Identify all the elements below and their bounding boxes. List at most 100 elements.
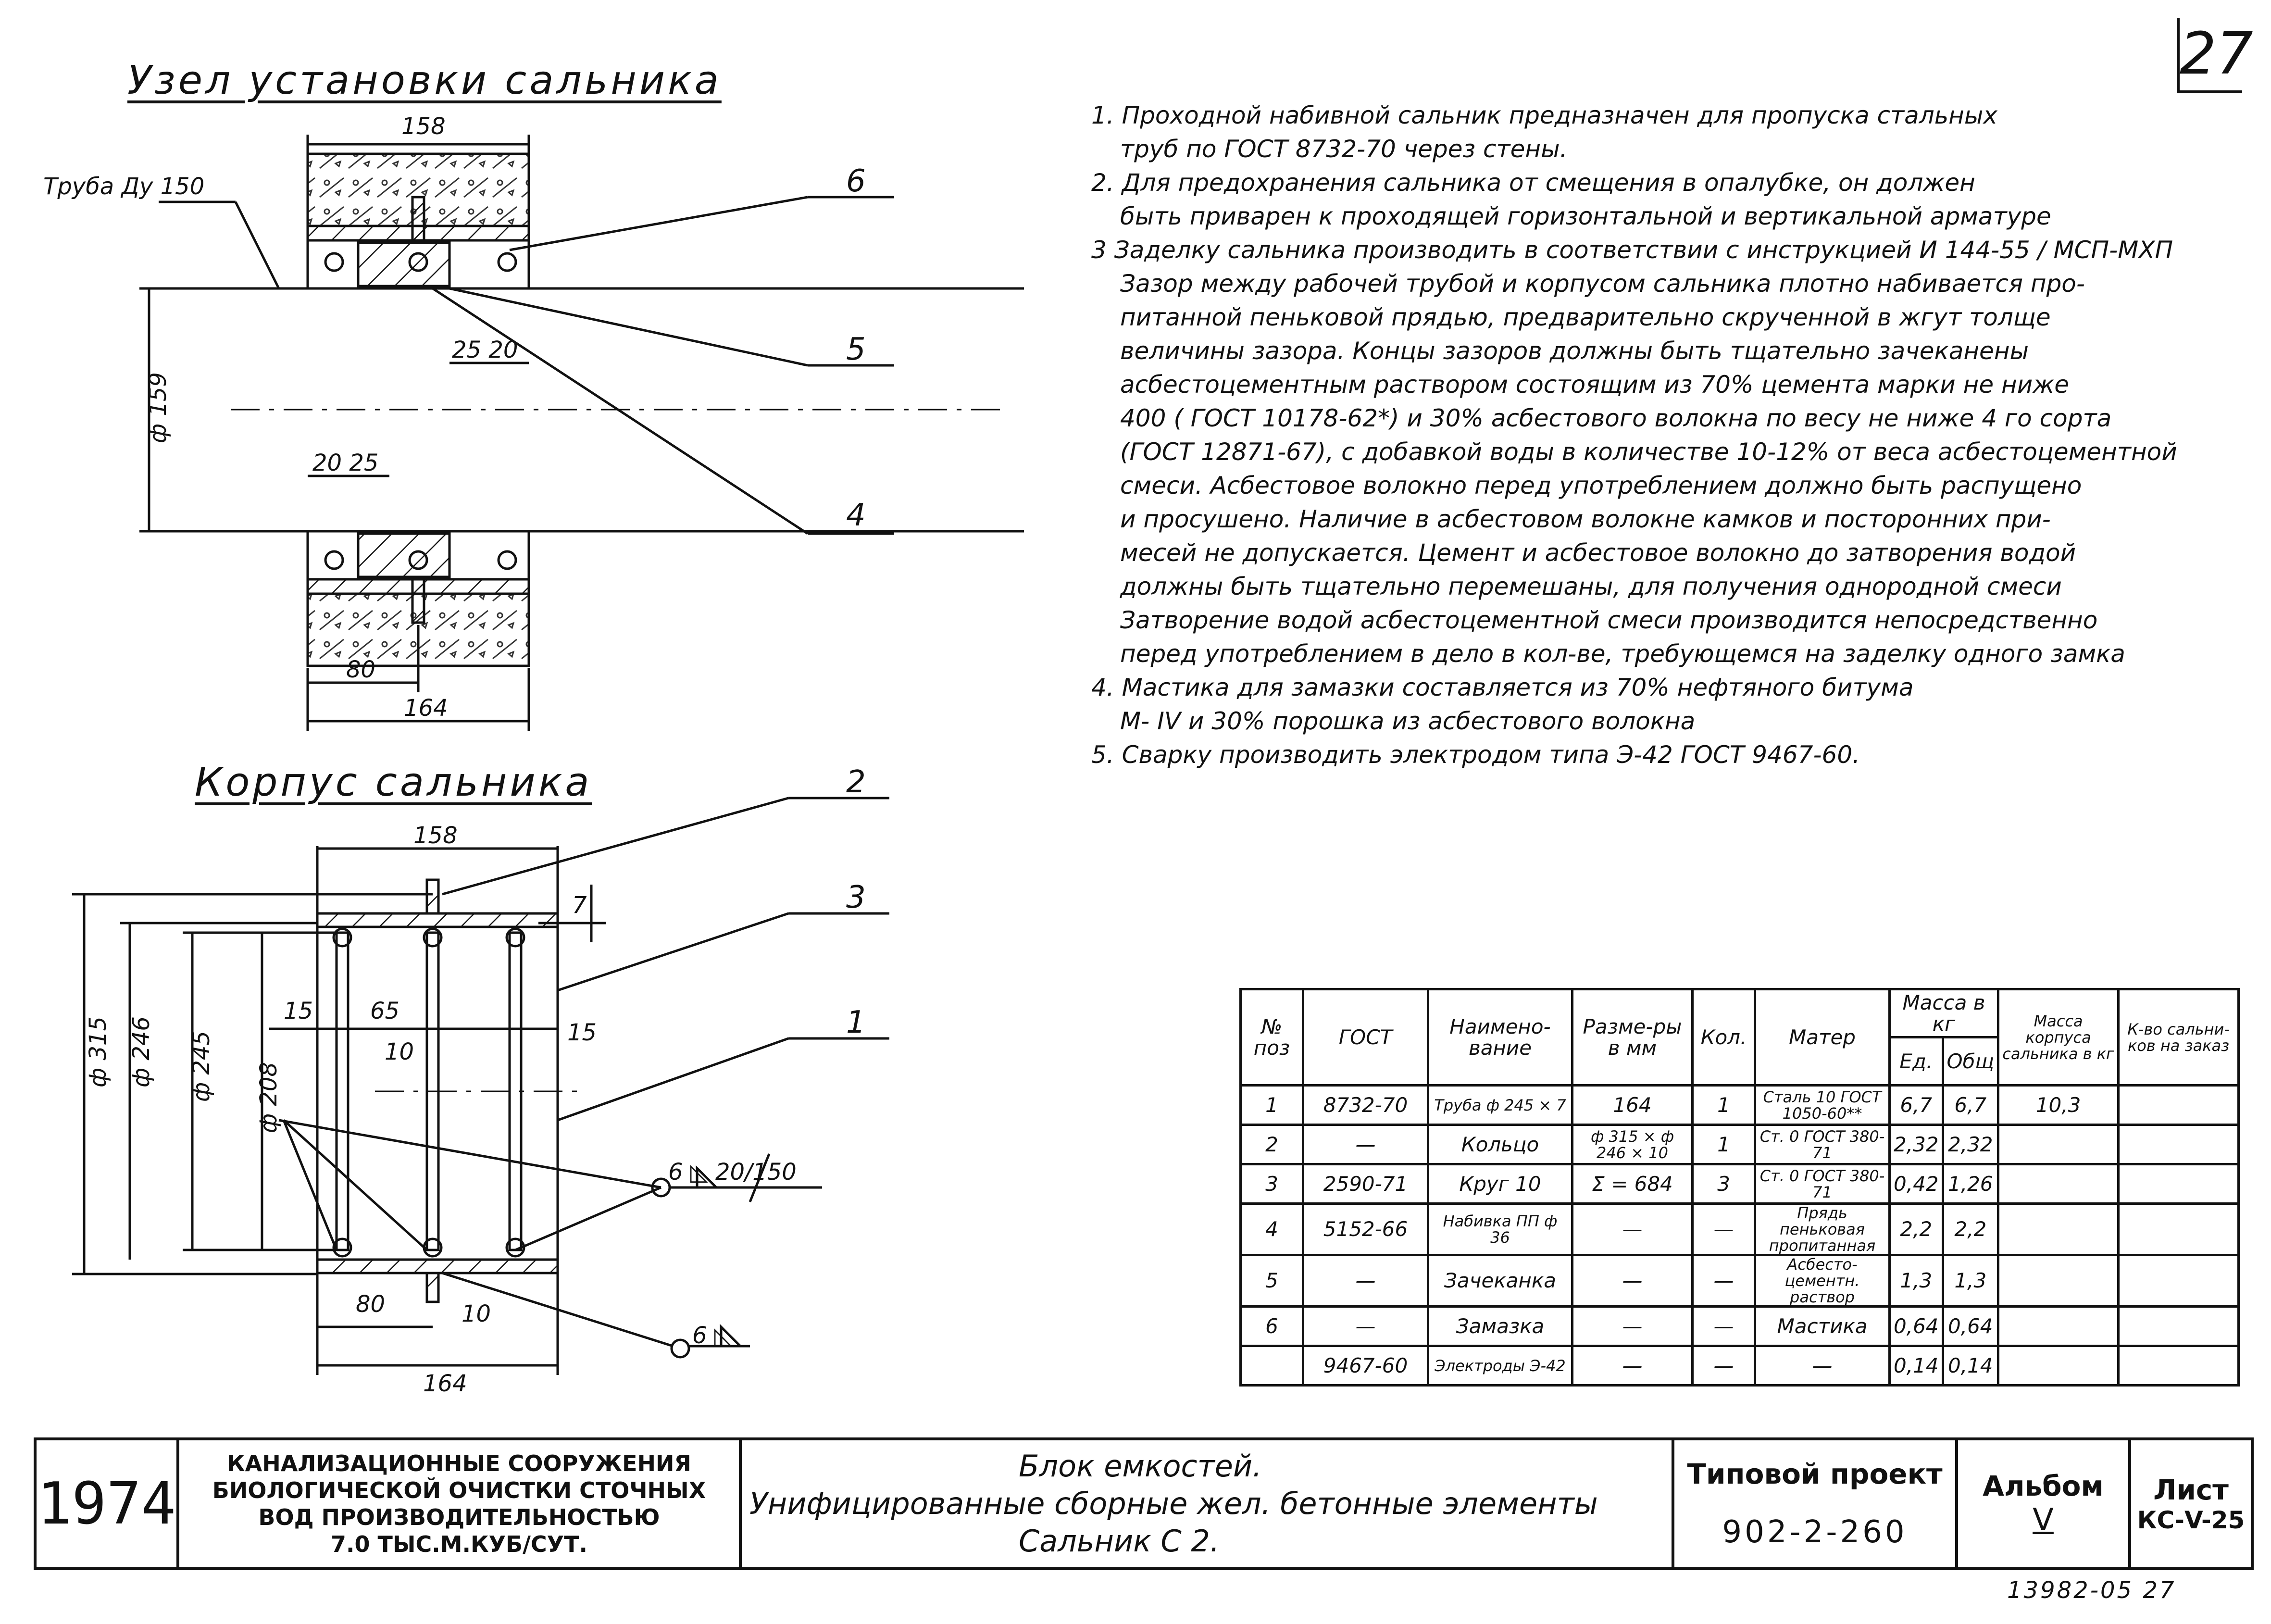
project-value: 902-2-260 xyxy=(1722,1514,1908,1550)
cell-count xyxy=(2117,1163,2240,1205)
dim-25-20: 25 20 xyxy=(452,337,518,363)
dim-10-bottom: 10 xyxy=(462,1300,491,1327)
header-count: К-во сальни-ков на заказ xyxy=(2117,988,2240,1087)
cell-body-mass xyxy=(1997,1124,2120,1165)
cell-gost: 8732-70 xyxy=(1302,1084,1429,1126)
header-qty: Кол. xyxy=(1691,988,1756,1087)
callout-2: 2 xyxy=(846,764,866,800)
dim-65: 65 xyxy=(370,998,400,1024)
name-line: Сальник С 2. xyxy=(1018,1524,1220,1559)
cell-gost: — xyxy=(1302,1254,1429,1308)
cell-qty: 3 xyxy=(1691,1163,1756,1205)
header-name: Наимено-вание xyxy=(1427,988,1573,1087)
project-label: Типовой проект xyxy=(1687,1458,1943,1490)
note-line: питанной пеньковой прядью, предварительн… xyxy=(1120,303,2051,331)
cell-mass-unit: 1,3 xyxy=(1888,1254,1944,1308)
table-row: 6 — Замазка — — Мастика 0,64 0,64 xyxy=(1239,1305,2240,1347)
cell-size: — xyxy=(1571,1305,1694,1347)
cell-pos: 6 xyxy=(1239,1305,1304,1347)
note-line: 2. Для предохранения сальника от смещени… xyxy=(1091,169,1975,197)
album-label: Альбом xyxy=(1983,1470,2104,1502)
note-line: величины зазора. Концы зазоров должны бы… xyxy=(1120,337,2029,365)
callout-1: 1 xyxy=(846,1005,866,1040)
technical-notes: 1. Проходной набивной сальник предназнач… xyxy=(1091,99,2240,772)
sheet-label: Лист xyxy=(2153,1474,2229,1506)
assembly-title: Узел установки сальника xyxy=(127,58,722,103)
note-line: 3 Заделку сальника производить в соответ… xyxy=(1091,236,2173,264)
dim-20-25: 20 25 xyxy=(312,450,379,476)
cell-size: — xyxy=(1571,1254,1694,1308)
callout-5: 5 xyxy=(846,332,866,367)
cell-pos xyxy=(1239,1345,1304,1387)
note-line: и просушено. Наличие в асбестовом волокн… xyxy=(1120,505,2051,533)
cell-gost: — xyxy=(1302,1305,1429,1347)
cell-name: Круг 10 xyxy=(1427,1163,1573,1205)
dim-158-top: 158 xyxy=(401,113,446,140)
weld-mark-1: 6 ◺ 20/150 xyxy=(668,1159,797,1186)
dia-208: ф 208 xyxy=(255,1062,282,1133)
table-row: 2 — Кольцо ф 315 × ф 246 × 10 1 Ст. 0 ГО… xyxy=(1239,1124,2240,1165)
cell-mass-total: 2,2 xyxy=(1941,1202,2000,1256)
note-line: 1. Проходной набивной сальник предназнач… xyxy=(1091,101,1997,129)
cell-mass-unit: 6,7 xyxy=(1888,1084,1944,1126)
cell-pos: 3 xyxy=(1239,1163,1304,1205)
body-title: Корпус сальника xyxy=(195,760,592,805)
note-line: должны быть тщательно перемешаны, для по… xyxy=(1120,573,2062,600)
organization: КАНАЛИЗАЦИОННЫЕ СООРУЖЕНИЯ БИОЛОГИЧЕСКОЙ… xyxy=(176,1437,742,1570)
cell-size: — xyxy=(1571,1345,1694,1387)
cell-pos: 2 xyxy=(1239,1124,1304,1165)
sheet-box: Лист КС-V-25 xyxy=(2128,1437,2254,1570)
title-block: 1974 КАНАЛИЗАЦИОННЫЕ СООРУЖЕНИЯ БИОЛОГИЧ… xyxy=(34,1437,2254,1570)
dia-159: ф 159 xyxy=(144,372,172,443)
cell-mass-total: 6,7 xyxy=(1941,1084,2000,1126)
cell-material: Сталь 10 ГОСТ 1050-60** xyxy=(1754,1084,1891,1126)
cell-body-mass: 10,3 xyxy=(1997,1084,2120,1126)
cell-body-mass xyxy=(1997,1163,2120,1205)
header-mass: Масса в кг xyxy=(1888,988,2000,1038)
note-line: 400 ( ГОСТ 10178-62*) и 30% асбестового … xyxy=(1120,404,2112,432)
technical-drawing xyxy=(72,135,1024,1375)
note-line: перед употреблением в дело в кол-ве, тре… xyxy=(1120,640,2125,668)
note-line: 4. Мастика для замазки составляется из 7… xyxy=(1091,674,1914,701)
cell-count xyxy=(2117,1305,2240,1347)
cell-size: Σ = 684 xyxy=(1571,1163,1694,1205)
note-line: Затворение водой асбестоцементной смеси … xyxy=(1120,606,2098,634)
cell-body-mass xyxy=(1997,1254,2120,1308)
cell-mass-unit: 0,64 xyxy=(1888,1305,1944,1347)
cell-count xyxy=(2117,1124,2240,1165)
dim-7: 7 xyxy=(572,892,587,919)
cell-pos: 4 xyxy=(1239,1202,1304,1256)
cell-size: — xyxy=(1571,1202,1694,1256)
cell-material: Асбесто-цементн. раствор xyxy=(1754,1254,1891,1308)
table-row: 4 5152-66 Набивка ПП ф 36 — — Прядь пень… xyxy=(1239,1202,2240,1256)
cell-mass-unit: 2,32 xyxy=(1888,1124,1944,1165)
cell-mass-total: 1,3 xyxy=(1941,1254,2000,1308)
dim-15-left: 15 xyxy=(284,998,313,1024)
dim-164-bottom: 164 xyxy=(423,1370,467,1397)
cell-gost: 2590-71 xyxy=(1302,1163,1429,1205)
header-mass-total: Общ xyxy=(1941,1036,2000,1087)
cell-size: ф 315 × ф 246 × 10 xyxy=(1571,1124,1694,1165)
cell-qty: 1 xyxy=(1691,1084,1756,1126)
note-line: труб по ГОСТ 8732-70 через стены. xyxy=(1120,135,1568,163)
callout-4: 4 xyxy=(846,498,866,533)
pipe-label: Труба Ду 150 xyxy=(43,173,205,200)
cell-qty: — xyxy=(1691,1202,1756,1256)
cell-material: — xyxy=(1754,1345,1891,1387)
dim-15-right: 15 xyxy=(567,1019,597,1046)
cell-qty: — xyxy=(1691,1254,1756,1308)
cell-name: Набивка ПП ф 36 xyxy=(1427,1202,1573,1256)
table-row: 5 — Зачеканка — — Асбесто-цементн. раств… xyxy=(1239,1254,2240,1308)
cell-material: Мастика xyxy=(1754,1305,1891,1347)
year: 1974 xyxy=(34,1437,179,1570)
cell-gost: — xyxy=(1302,1124,1429,1165)
cell-material: Ст. 0 ГОСТ 380-71 xyxy=(1754,1163,1891,1205)
dim-164-top: 164 xyxy=(404,695,448,722)
cell-count xyxy=(2117,1345,2240,1387)
cell-count xyxy=(2117,1254,2240,1308)
cell-size: 164 xyxy=(1571,1084,1694,1126)
note-line: М- IV и 30% порошка из асбестового волок… xyxy=(1120,707,1696,735)
cell-qty: — xyxy=(1691,1345,1756,1387)
dia-246: ф 246 xyxy=(127,1016,155,1087)
